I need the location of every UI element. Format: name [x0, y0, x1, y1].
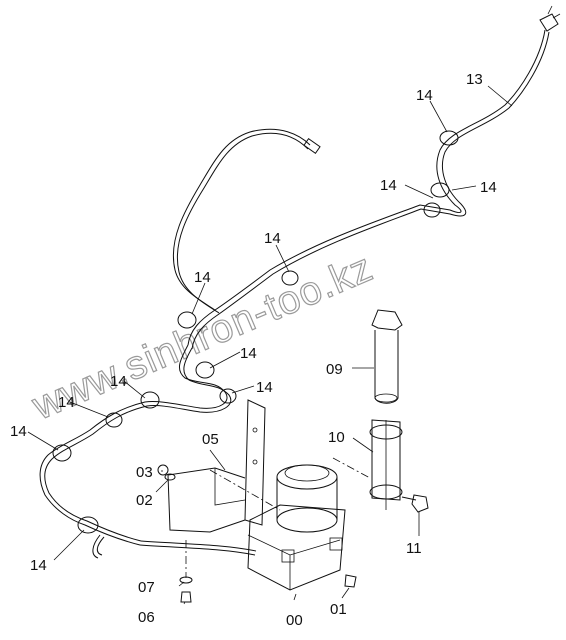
callout-14: 14 — [10, 423, 27, 440]
clips — [52, 130, 459, 534]
callout-14: 14 — [110, 373, 127, 390]
callout-14: 14 — [480, 179, 497, 196]
callout-01: 01 — [330, 601, 347, 618]
clip — [439, 130, 459, 146]
callout-07: 07 — [138, 579, 155, 596]
bolt-01 — [344, 574, 357, 588]
clip — [195, 361, 215, 379]
callout-03: 03 — [136, 464, 153, 481]
leader-lines — [27, 85, 513, 605]
lamp-09 — [371, 309, 403, 404]
callouts: 13 14 14 14 14 14 14 14 14 14 14 14 09 1… — [10, 71, 497, 629]
bracket-05 — [167, 399, 266, 533]
washer-02 — [164, 473, 176, 481]
callout-13: 13 — [466, 71, 483, 88]
nut-03 — [157, 464, 169, 476]
motor-assembly — [247, 464, 346, 591]
clip — [77, 516, 99, 534]
callout-14: 14 — [240, 345, 257, 362]
wiring-harness — [39, 5, 561, 559]
callout-09: 09 — [326, 361, 343, 378]
clip — [430, 182, 450, 198]
bolt-11 — [401, 494, 429, 513]
callout-14: 14 — [58, 394, 75, 411]
callout-14: 14 — [194, 269, 211, 286]
callout-11: 11 — [406, 540, 422, 557]
clip — [140, 391, 160, 409]
callout-14: 14 — [30, 557, 47, 574]
callout-14: 14 — [380, 177, 397, 194]
callout-14: 14 — [256, 379, 273, 396]
clip — [281, 270, 299, 286]
callout-10: 10 — [328, 429, 345, 446]
callout-00: 00 — [286, 612, 303, 629]
callout-02: 02 — [136, 492, 153, 509]
bracket-10 — [369, 419, 403, 510]
clip — [52, 444, 72, 462]
clip — [105, 412, 123, 428]
clip — [423, 202, 441, 218]
hardware — [157, 464, 357, 603]
bolt-06 — [180, 591, 192, 603]
callout-05: 05 — [202, 431, 219, 448]
callout-14: 14 — [416, 87, 433, 104]
clip — [219, 388, 237, 404]
callout-06: 06 — [138, 609, 155, 626]
clip — [177, 311, 197, 329]
callout-14: 14 — [264, 230, 281, 247]
